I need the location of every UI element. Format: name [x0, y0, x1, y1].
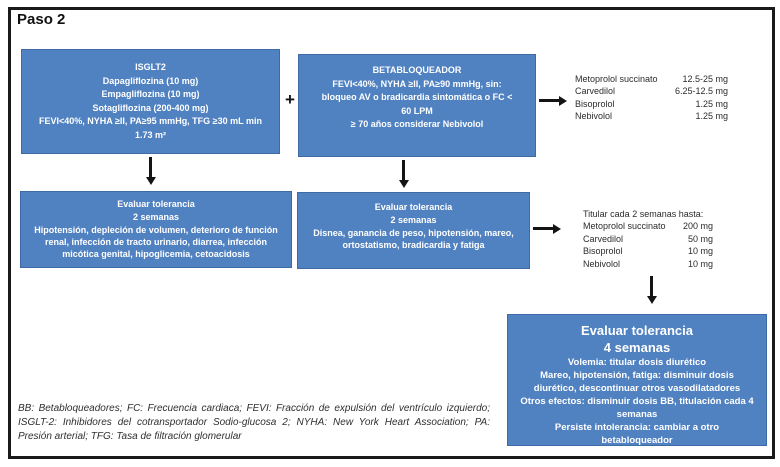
drug-name: Carvedilol	[583, 233, 624, 244]
drug-name: Nebivolol	[575, 111, 613, 122]
tolerance-title: Evaluar tolerancia	[581, 323, 693, 338]
initial-dose-table: Metoprolol succinato 12.5-25 mg Carvedil…	[575, 73, 728, 123]
page-title: Paso 2	[17, 11, 66, 28]
tolerance-subtitle: 4 semanas	[603, 340, 671, 355]
isglt2-line: Dapagliflozina (10 mg)	[102, 75, 199, 86]
betabloqueador-box: BETABLOQUEADOR FEVI<40%, NYHA ≥II, PA≥90…	[298, 54, 536, 157]
drug-dose: 10 mg	[687, 246, 713, 257]
tolerance-title: Evaluar tolerancia	[117, 199, 195, 209]
tolerance-isglt2-box: Evaluar tolerancia 2 semanas Hipotensión…	[20, 191, 292, 268]
drug-name: Nebivolol	[583, 258, 621, 269]
tolerance-line: Otros efectos: disminuir dosis BB, titul…	[520, 396, 754, 420]
abbreviations-footnote: BB: Betabloqueadores; FC: Frecuencia car…	[18, 403, 490, 442]
betabloqueador-heading: BETABLOQUEADOR	[372, 65, 462, 75]
tolerance-line: Persiste intolerancia: cambiar a otro be…	[554, 422, 720, 446]
tolerance-line: Mareo, hipotensión, fatiga: disminuir do…	[533, 370, 741, 394]
drug-name: Metoprolol succinato	[575, 74, 658, 84]
titration-heading: Titular cada 2 semanas hasta:	[583, 209, 704, 219]
tolerance-body: Disnea, ganancia de peso, hipotensión, m…	[313, 228, 514, 250]
dose-row: Metoprolol succinato 12.5-25 mg	[575, 73, 728, 85]
drug-dose: 12.5-25 mg	[682, 74, 728, 84]
drug-name: Bisoprolol	[583, 246, 623, 257]
drug-name: Carvedilol	[575, 86, 616, 97]
tolerance-subtitle: 2 semanas	[132, 212, 180, 222]
betabloqueador-line: FEVI<40%, NYHA ≥II, PA≥90 mmHg, sin:	[332, 78, 502, 89]
arrow-down-titration-icon	[650, 276, 653, 296]
outer-frame	[8, 7, 775, 459]
drug-dose: 1.25 mg	[695, 111, 728, 122]
isglt2-line: 1.73 m²	[134, 129, 167, 140]
dose-row: Nebivolol 1.25 mg	[575, 110, 728, 122]
plus-sign: +	[285, 90, 295, 109]
drug-dose: 6.25-12.5 mg	[674, 86, 728, 97]
dose-row: Carvedilol 50 mg	[583, 233, 713, 245]
isglt2-box: ISGLT2 Dapagliflozina (10 mg) Empagliflo…	[21, 49, 280, 154]
titration-dose-table: Titular cada 2 semanas hasta: Metoprolol…	[583, 208, 713, 270]
drug-dose: 50 mg	[687, 233, 713, 244]
dose-row: Nebivolol 10 mg	[583, 258, 713, 270]
tolerance-subtitle: 2 semanas	[390, 215, 437, 225]
isglt2-line: FEVI<40%, NYHA ≥II, PA≥95 mmHg, TFG ≥30 …	[39, 116, 262, 126]
tolerance-title: Evaluar tolerancia	[374, 202, 453, 212]
isglt2-line: Sotagliflozina (200-400 mg)	[92, 102, 209, 113]
dose-row: Metoprolol succinato 200 mg	[583, 220, 713, 232]
drug-name: Bisoprolol	[575, 98, 615, 109]
isglt2-line: Empagliflozina (10 mg)	[101, 89, 200, 99]
drug-name: Metoprolol succinato	[583, 221, 666, 232]
drug-dose: 10 mg	[687, 258, 713, 269]
tolerance-betabloqueador-box: Evaluar tolerancia 2 semanas Disnea, gan…	[297, 192, 530, 269]
dose-row: Bisoprolol 10 mg	[583, 245, 713, 257]
arrow-down-isglt2-icon	[149, 157, 152, 177]
arrow-down-betabloqueador-icon	[402, 160, 405, 180]
arrow-right-titration-icon	[533, 227, 553, 230]
drug-dose: 1.25 mg	[695, 98, 728, 109]
betabloqueador-line: 60 LPM	[401, 105, 433, 116]
dose-row: Carvedilol 6.25-12.5 mg	[575, 85, 728, 97]
tolerance-line: Volemia: titular dosis diurético	[567, 357, 707, 368]
betabloqueador-line: ≥ 70 años considerar Nebivolol	[350, 119, 484, 129]
drug-dose: 200 mg	[682, 221, 713, 232]
tolerance-body: Hipotensión, depleción de volumen, deter…	[34, 225, 278, 259]
arrow-right-initial-doses-icon	[539, 99, 559, 102]
isglt2-heading: ISGLT2	[135, 62, 166, 72]
tolerance-4-weeks-box: Evaluar tolerancia 4 semanas Volemia: ti…	[507, 314, 767, 446]
betabloqueador-line: bloqueo AV o bradicardia sintomática o F…	[321, 92, 513, 102]
dose-row: Bisoprolol 1.25 mg	[575, 98, 728, 110]
